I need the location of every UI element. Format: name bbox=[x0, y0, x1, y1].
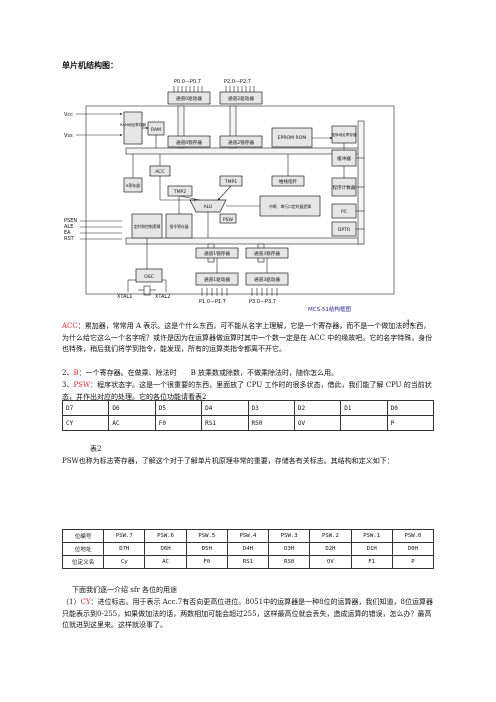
psen-label: PSEN bbox=[64, 218, 77, 224]
acc-term: ACC bbox=[62, 322, 78, 330]
block-eprom: EPROM ROM bbox=[278, 135, 307, 141]
block-ram-addr: RAM地址寄存器 bbox=[120, 122, 146, 127]
sfr-intro: 下面我们逐一介绍 sfr 各位的用途 bbox=[72, 586, 177, 594]
block-pc: PC bbox=[341, 209, 347, 215]
b-paragraph: 2、B：一个寄存器。在做乘、除法时 B 放乘数或除数，不做乘除法时，随你怎么用。 bbox=[62, 369, 338, 377]
page-title: 单片机结构图： bbox=[62, 61, 118, 70]
block-p0-latch: 通道0锁存器 bbox=[176, 139, 202, 146]
block-interrupt: 中断、串行口定时器逻辑 bbox=[269, 204, 311, 209]
block-pc-addr: 程序地址寄存器 bbox=[331, 132, 357, 137]
block-p0-driver: 通道0驱动器 bbox=[176, 95, 202, 102]
rst-label: RST bbox=[64, 236, 75, 242]
block-timing: 定时和控制逻辑 bbox=[134, 224, 161, 229]
block-alu: ALU bbox=[204, 204, 213, 210]
port-p2-label: P2.0—P2.7 bbox=[224, 79, 251, 85]
xtal2-label: XTAL2 bbox=[155, 294, 170, 300]
psw-paragraph: 3、PSW：程序状态字。这是一个很重要的东西，里面放了 CPU 工作时的很多状态… bbox=[62, 381, 432, 401]
b-term: B bbox=[73, 369, 79, 377]
mcs51-block-diagram: P0.0—P0.7 P2.0—P2.7 Vcc Vss PSEN ALE EA … bbox=[64, 79, 395, 313]
block-p2-driver: 通道2驱动器 bbox=[228, 95, 254, 102]
block-psw: PSW bbox=[223, 217, 234, 223]
block-buffer: 缓冲器 bbox=[337, 155, 351, 162]
block-ir: 指令寄存器 bbox=[170, 224, 189, 229]
block-ram: RAM bbox=[151, 127, 161, 133]
block-p1-driver: 通道1驱动器 bbox=[204, 276, 230, 283]
cy-paragraph: （1）CY：进位标志。用于表示 Acc.7有否向更高位进位。8051中的运算器是… bbox=[62, 598, 433, 630]
block-acc: ACC bbox=[155, 169, 164, 175]
psw-intro-paragraph: PSW也称为标志寄存器，了解这个对于了解单片机原理非常的重要，存储各有关标志。其… bbox=[62, 457, 394, 465]
block-tmp1: TMP1 bbox=[224, 179, 238, 185]
block-osc: OSC bbox=[144, 274, 154, 280]
figure-number: 1、 bbox=[406, 319, 418, 327]
port-p3-label: P3.0—P3.7 bbox=[249, 299, 276, 305]
block-p3-driver: 通道3驱动器 bbox=[254, 276, 280, 283]
block-dptr: DPTR bbox=[338, 227, 351, 233]
port-p0-label: P0.0—P0.7 bbox=[174, 79, 201, 85]
block-p3-latch: 通道3锁存器 bbox=[254, 250, 280, 257]
psw-term: PSW bbox=[73, 381, 91, 389]
block-p2-latch: 通道2锁存器 bbox=[228, 139, 254, 146]
ea-label: EA bbox=[64, 230, 71, 236]
block-p1-latch: 通道1锁存器 bbox=[204, 250, 230, 257]
diagram-caption: MCS-51结构框图 bbox=[308, 305, 352, 313]
cy-term: CY bbox=[80, 598, 91, 606]
table-caption: 表2 bbox=[90, 445, 102, 453]
block-tmp2: TMP2 bbox=[173, 189, 187, 195]
block-b-reg: B寄存器 bbox=[126, 183, 140, 188]
top-pins bbox=[173, 86, 255, 92]
ale-label: ALE bbox=[64, 224, 73, 230]
block-sp: 堆栈指针 bbox=[279, 178, 298, 185]
acc-paragraph: ACC：累加器，常常用 A 表示。这是个什么东西，可不能从名字上理解，它是一个寄… bbox=[62, 322, 433, 354]
vss-label: Vss bbox=[64, 133, 73, 139]
xtal1-label: XTAL1 bbox=[117, 294, 132, 300]
bottom-pins bbox=[201, 288, 278, 296]
vcc-label: Vcc bbox=[64, 112, 73, 118]
port-p1-label: P1.0—P1.7 bbox=[199, 299, 226, 305]
block-pc-counter: 程序计数器 bbox=[333, 184, 356, 191]
